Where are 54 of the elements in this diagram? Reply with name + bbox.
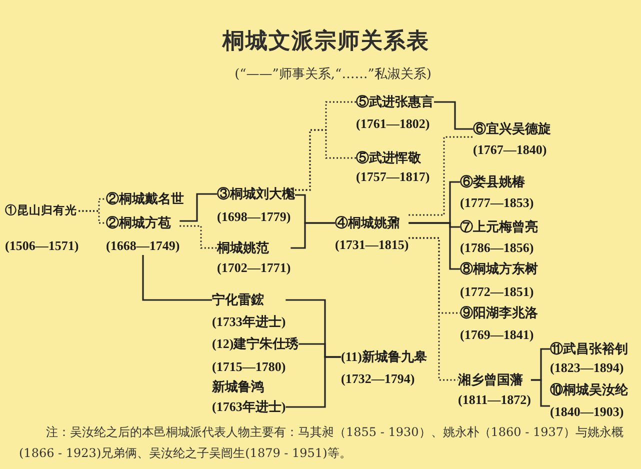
person-name: ③桐城刘大櫆: [217, 185, 295, 203]
date-text: (1767—1840): [473, 141, 547, 159]
date-text: (1698—1779): [217, 208, 291, 226]
connector-line: [434, 101, 473, 130]
connector-line: [290, 222, 335, 249]
person-name: (11)新城鲁九皋: [341, 348, 427, 366]
person-name: ⑤武进恽敬: [356, 149, 421, 167]
connector-line: [142, 255, 212, 301]
date-text: (1668—1749): [106, 237, 180, 255]
person-name: ⑧桐城方东树: [460, 260, 538, 278]
dotted-connector: [408, 136, 473, 216]
date-text: (1811—1872): [458, 391, 531, 409]
person-name: ②桐城戴名世: [106, 190, 184, 208]
dotted-connector: [295, 129, 356, 191]
date-text: (1761—1802): [356, 115, 430, 133]
date-text: (1757—1817): [356, 168, 430, 186]
date-text: (1840—1903): [550, 403, 624, 421]
person-name: ⑦上元梅曾亮: [460, 218, 538, 236]
dotted-connector: [408, 237, 458, 381]
person-name: ⑩桐城吴汝纶: [550, 381, 628, 399]
diagram-title: 桐城文派宗师关系表: [222, 28, 430, 56]
date-text: (1731—1815): [335, 236, 409, 254]
dotted-connector: [180, 225, 217, 249]
line-style-note: (“——”师事关系,“……”私淑关系): [234, 66, 432, 84]
date-text: (1777—1853): [460, 194, 534, 212]
dotted-connector: [78, 210, 106, 224]
date-text: (1506—1571): [5, 237, 79, 255]
date-text: (1823—1894): [550, 359, 624, 377]
connector-line: [408, 222, 460, 270]
date-text: (1715—1780): [212, 358, 286, 376]
person-name: ②桐城方苞: [106, 214, 171, 232]
connector-line: [286, 356, 341, 408]
person-name: ⑤武进张惠言: [356, 93, 434, 111]
person-name: 新城鲁鸿: [212, 378, 264, 396]
person-name: (12)建宁朱仕琇: [212, 335, 299, 353]
connector-line: [180, 193, 217, 222]
person-name: ④桐城姚鼐: [335, 214, 400, 232]
person-name: ⑥娄县姚椿: [460, 173, 525, 191]
date-text: (1702—1771): [217, 259, 291, 277]
person-name: ⑪武昌张裕钊: [550, 340, 628, 358]
date-text: (1786—1856): [460, 239, 534, 257]
person-name: ⑥宜兴吴德旋: [473, 120, 551, 138]
person-name: ①昆山归有光: [5, 203, 77, 219]
date-text: (1732—1794): [341, 370, 415, 388]
person-name: 宁化雷鋐: [212, 291, 264, 309]
footnote: 注：吴汝纶之后的本邑桐城派代表人物主要有：马其昶（1855 - 1930）、姚永朴（1860 - 1937）与姚永概(1866 - 1923)兄弟俩、吴汝纶之子吴闿生(1879 - 1951)等。: [19, 424, 625, 462]
date-text: (1772—1851): [460, 283, 534, 301]
date-text: (1769—1841): [460, 326, 534, 344]
person-name: 桐城姚范: [217, 239, 269, 257]
person-name: ⑨阳湖李兆洛: [460, 304, 538, 322]
connector-line: [530, 379, 550, 407]
date-text: (1733年进士): [212, 313, 286, 331]
person-name: 湘乡曾国藩: [458, 371, 523, 389]
date-text: (1763年进士): [212, 398, 286, 416]
